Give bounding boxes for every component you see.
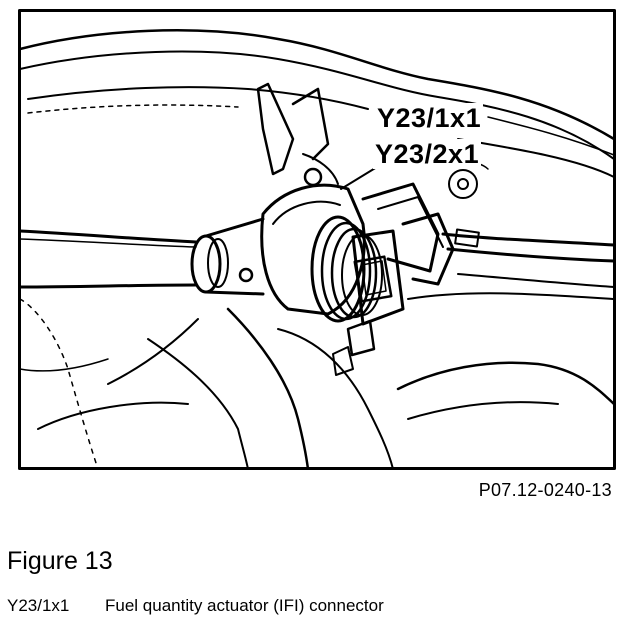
- legend-row: Y23/1x1 Fuel quantity actuator (IFI) con…: [7, 596, 384, 616]
- legend-code: Y23/1x1: [7, 596, 70, 615]
- figure-title: Figure 13: [7, 547, 113, 575]
- technical-illustration: [18, 9, 616, 470]
- connector-line-drawing: [18, 9, 616, 470]
- legend-description: Fuel quantity actuator (IFI) connector: [105, 596, 384, 615]
- illustration-reference-code: P07.12-0240-13: [478, 480, 612, 500]
- callout-label: Y23/1x1: [375, 103, 484, 133]
- callout-label: Y23/2x1: [373, 139, 482, 169]
